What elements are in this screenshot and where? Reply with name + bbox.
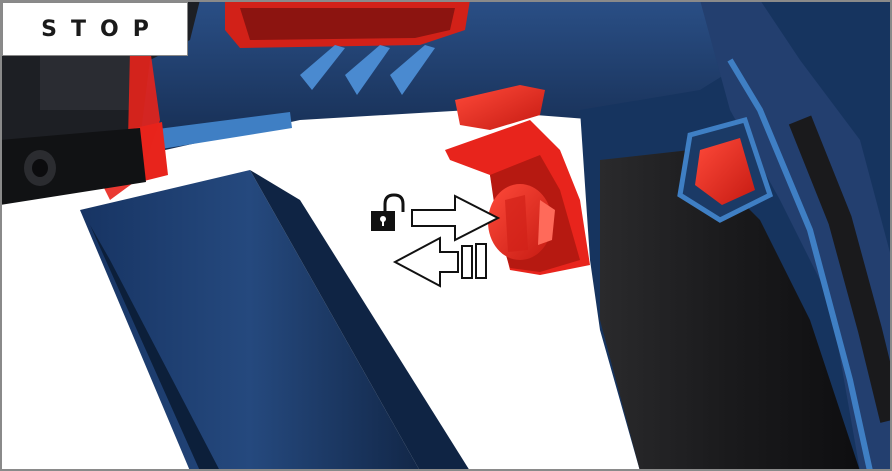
arrow-right-icon <box>412 196 498 240</box>
unlocked-padlock-icon <box>371 195 403 231</box>
arrow-left-icon <box>395 238 486 286</box>
stop-label: STOP <box>2 2 188 56</box>
tool-chuck <box>0 128 146 205</box>
